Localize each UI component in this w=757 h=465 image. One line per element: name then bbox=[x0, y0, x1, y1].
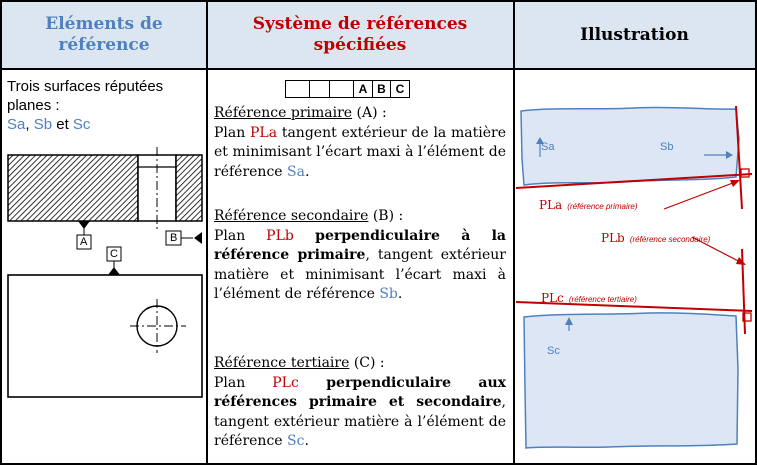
tertiary-plane: PLc bbox=[272, 374, 299, 391]
frame-cell-1 bbox=[286, 81, 310, 97]
tertiary-end: . bbox=[304, 433, 309, 449]
tertiary-t1: Plan bbox=[214, 374, 273, 391]
label-sb: Sb bbox=[660, 141, 674, 153]
datum-frame: A B C bbox=[285, 80, 410, 98]
col1-sa: Sa bbox=[7, 116, 26, 133]
tertiary-suffix: (C) : bbox=[349, 355, 385, 371]
tertiary-section: Référence tertiaire (C) : Plan PLc perpe… bbox=[214, 354, 506, 452]
grid-top bbox=[0, 0, 757, 2]
frame-cell-3 bbox=[330, 81, 354, 97]
right-angle-a bbox=[740, 168, 750, 178]
section-left-hatch bbox=[7, 154, 139, 222]
frame-cell-a: A bbox=[354, 81, 373, 97]
header-systeme-text: Système de références spécifiées bbox=[252, 14, 468, 55]
label-plb: PLb (référence secondaire) bbox=[601, 227, 710, 246]
datum-b-triangle bbox=[194, 232, 202, 244]
surface-sc bbox=[523, 312, 739, 449]
col1-intro: Trois surfaces réputées planes : bbox=[7, 78, 164, 114]
arrow-plb-down-head bbox=[736, 257, 746, 265]
arrow-plb-up bbox=[663, 180, 739, 210]
label-plc-name: PLc bbox=[541, 291, 564, 305]
arrow-sc-head bbox=[565, 317, 573, 325]
header-illustration: Illustration bbox=[514, 2, 755, 68]
plane-plc-line bbox=[515, 301, 753, 312]
surface-sa-sb bbox=[520, 106, 740, 186]
datum-a-letter: A bbox=[80, 236, 88, 248]
right-angle-c bbox=[742, 312, 752, 322]
secondary-bold: perpendiculaire à la référence primaire bbox=[214, 227, 506, 264]
secondary-end: . bbox=[397, 286, 403, 302]
primary-t1: Plan bbox=[214, 124, 251, 141]
grid-col2 bbox=[513, 0, 515, 465]
secondary-suffix: (B) : bbox=[368, 208, 404, 224]
frame-cell-c: C bbox=[395, 82, 405, 96]
grid-right bbox=[755, 0, 757, 465]
header-elements-text: Eléments de référence bbox=[45, 14, 163, 55]
label-sc: Sc bbox=[547, 345, 560, 357]
grid-bottom bbox=[0, 463, 757, 465]
primary-t2: tangent extérieur de la matière et minim… bbox=[214, 124, 506, 180]
tertiary-bold1: perpendiculaire aux références primaire … bbox=[214, 374, 507, 411]
datum-c-triangle bbox=[108, 267, 120, 275]
col1-sb: Sb bbox=[33, 116, 53, 133]
primary-title: Référence primaire bbox=[214, 105, 353, 121]
header-elements: Eléments de référence bbox=[2, 2, 206, 68]
arrow-sb-head bbox=[726, 151, 733, 159]
tertiary-t2: , tangent extérieur matière à l’élément … bbox=[214, 394, 506, 449]
arrow-plb-up-head bbox=[730, 180, 740, 187]
primary-surf: Sa bbox=[287, 163, 305, 180]
secondary-section: Référence secondaire (B) : Plan PLb perp… bbox=[214, 207, 506, 305]
header-illustration-text: Illustration bbox=[580, 24, 689, 45]
header-systeme: Système de références spécifiées bbox=[207, 2, 513, 68]
datum-a-triangle bbox=[78, 221, 90, 229]
datum-c-letter: C bbox=[110, 248, 118, 260]
label-plb-note: (référence secondaire) bbox=[629, 235, 711, 244]
label-plc-note: (référence tertiaire) bbox=[568, 295, 637, 304]
label-pla-note: (référence primaire) bbox=[567, 202, 638, 211]
primary-section: Référence primaire (A) : Plan PLa tangen… bbox=[214, 104, 506, 182]
label-pla: PLa (référence primaire) bbox=[539, 194, 638, 213]
grid-col1 bbox=[206, 0, 208, 465]
plane-pla-line bbox=[515, 173, 753, 189]
datum-b-letter: B bbox=[170, 232, 178, 244]
secondary-title: Référence secondaire bbox=[214, 208, 369, 224]
plane-plb-line bbox=[735, 105, 743, 210]
secondary-t2: , tangent extérieur matière et minimisan… bbox=[214, 247, 506, 302]
frame-cell-2 bbox=[310, 81, 330, 97]
arrow-sa-head bbox=[536, 137, 544, 144]
illustration-drawing bbox=[515, 105, 753, 449]
tertiary-surf: Sc bbox=[287, 433, 305, 449]
grid-header-bottom bbox=[0, 68, 757, 70]
datum-a-box bbox=[76, 234, 92, 250]
secondary-surf: Sb bbox=[379, 286, 398, 302]
frame-cell-b: B bbox=[373, 81, 391, 97]
label-plb-name: PLb bbox=[601, 231, 625, 245]
arrow-plb-down bbox=[691, 236, 745, 265]
col1-and: et bbox=[56, 116, 69, 133]
col1-comma: , bbox=[25, 116, 30, 133]
label-plc: PLc (référence tertiaire) bbox=[541, 287, 637, 306]
col1-sc: Sc bbox=[72, 116, 91, 133]
tertiary-title: Référence tertiaire bbox=[214, 355, 350, 371]
col1-description: Trois surfaces réputées planes : Sa, Sb … bbox=[7, 77, 207, 134]
label-pla-name: PLa bbox=[539, 198, 563, 212]
primary-end: . bbox=[304, 163, 310, 180]
secondary-plane: PLb bbox=[266, 227, 294, 244]
part-drawing bbox=[7, 147, 203, 398]
label-sa: Sa bbox=[541, 141, 555, 153]
secondary-t1: Plan bbox=[214, 227, 267, 244]
section-right-hatch bbox=[175, 154, 203, 222]
top-view-outline bbox=[7, 274, 203, 398]
primary-plane: PLa bbox=[250, 124, 278, 141]
grid-left bbox=[0, 0, 2, 465]
primary-suffix: (A) : bbox=[352, 105, 387, 121]
